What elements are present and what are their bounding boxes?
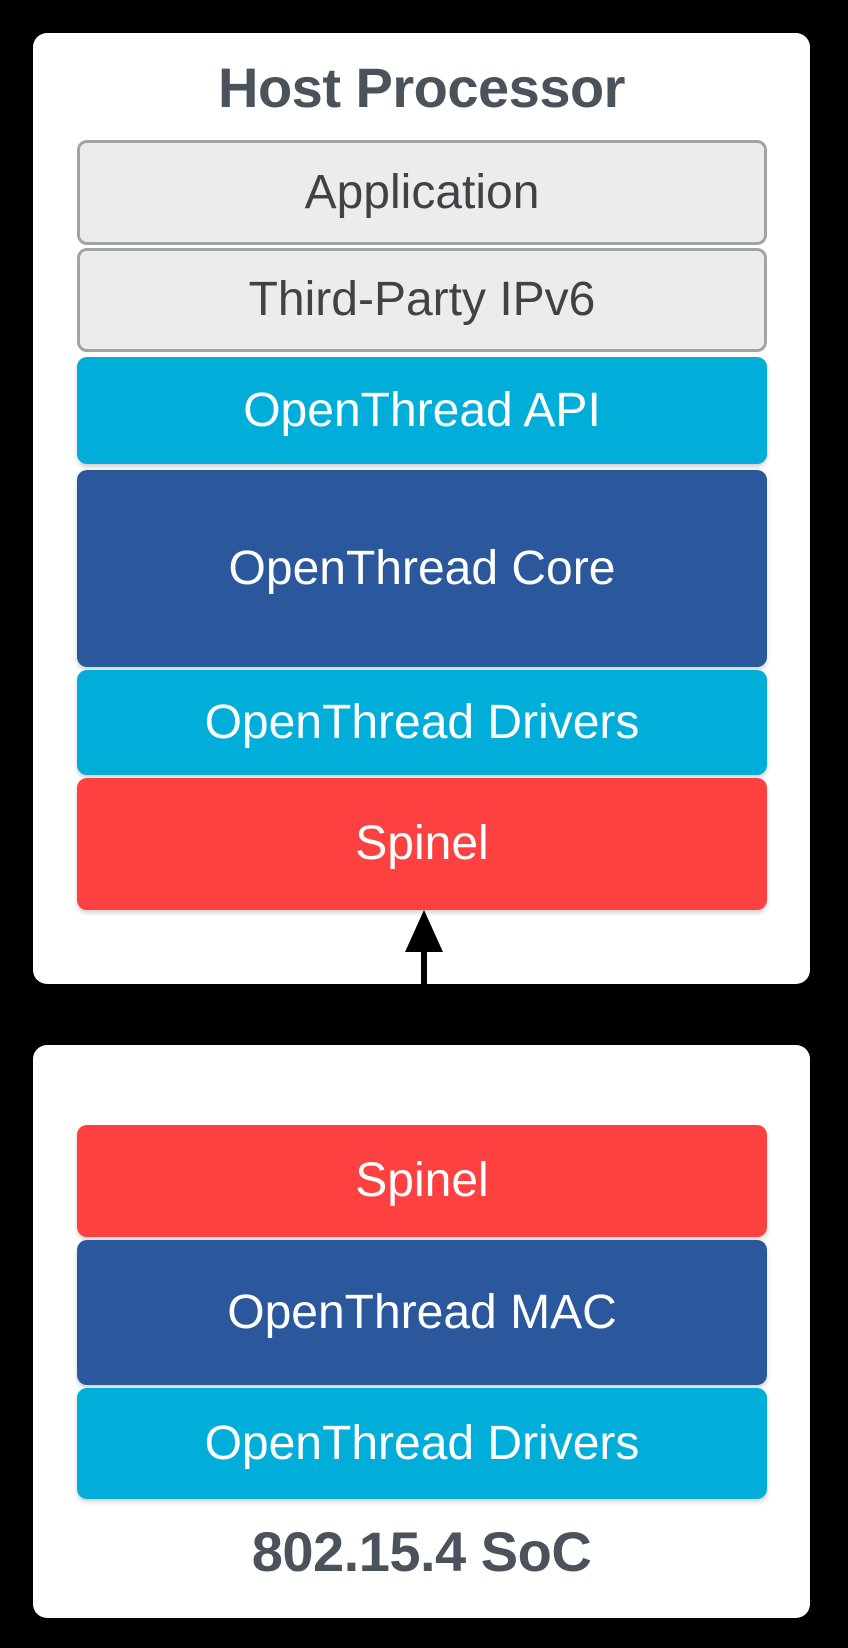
layer-openthread-drivers-soc: OpenThread Drivers [77, 1388, 767, 1499]
host-processor-card: Host Processor Application Third-Party I… [33, 33, 810, 984]
soc-card: Spinel OpenThread MAC OpenThread Drivers… [33, 1045, 810, 1618]
layer-openthread-api: OpenThread API [77, 357, 767, 464]
host-processor-title: Host Processor [218, 56, 625, 119]
layer-third-party-ipv6: Third-Party IPv6 [77, 248, 767, 352]
layer-openthread-core: OpenThread Core [77, 470, 767, 667]
layer-spinel-host: Spinel [77, 778, 767, 910]
layer-openthread-drivers-host: OpenThread Drivers [77, 670, 767, 775]
layer-application: Application [77, 140, 767, 245]
layer-openthread-mac: OpenThread MAC [77, 1240, 767, 1385]
layer-spinel-soc: Spinel [77, 1125, 767, 1237]
soc-title: 802.15.4 SoC [251, 1520, 592, 1583]
